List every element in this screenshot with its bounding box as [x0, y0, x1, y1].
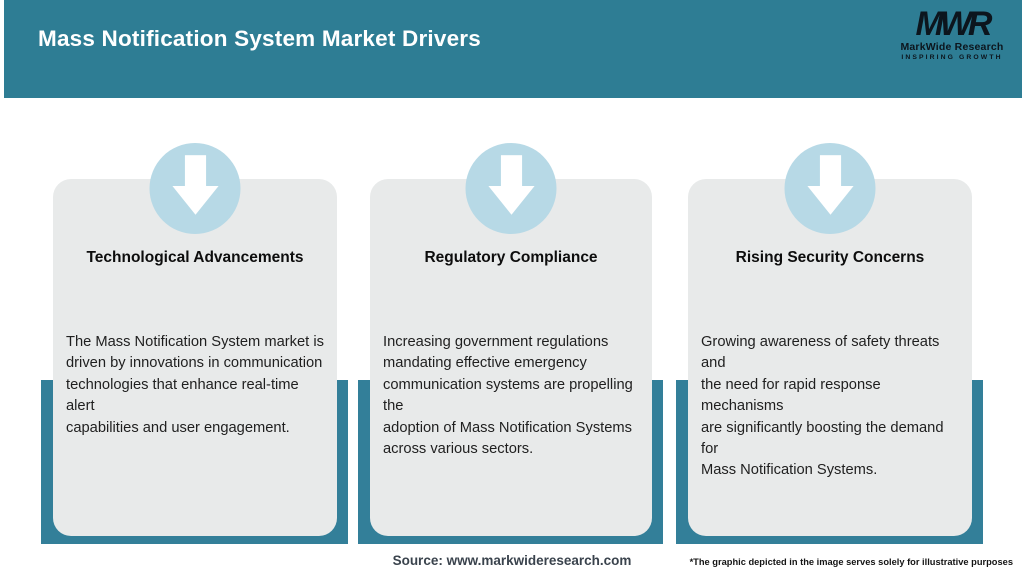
logo-name: MarkWide Research: [900, 41, 1004, 54]
card-title: Technological Advancements: [86, 249, 304, 266]
card-body: Increasing government regulations mandat…: [383, 334, 633, 458]
source-text: Source: www.markwideresearch.com: [392, 553, 632, 568]
card-title: Regulatory Compliance: [424, 249, 598, 266]
page-title: Mass Notification System Market Drivers: [38, 26, 481, 51]
logo-tagline: INSPIRING GROWTH: [901, 53, 1003, 61]
card-panel: Rising Security Concerns Growing awarene…: [688, 179, 972, 536]
driver-card-rising-security-concerns: Rising Security Concerns Growing awarene…: [676, 143, 983, 544]
card-panel: Regulatory Compliance Increasing governm…: [370, 179, 652, 536]
card-body: The Mass Notification System market is d…: [66, 334, 324, 436]
card-title: Rising Security Concerns: [735, 249, 925, 266]
header-bar: Mass Notification System Market Drivers …: [4, 0, 1022, 98]
down-arrow-icon: [149, 143, 241, 234]
down-arrow-icon: [784, 143, 876, 234]
driver-card-technological-advancements: Technological Advancements The Mass Noti…: [41, 143, 348, 544]
card-panel: Technological Advancements The Mass Noti…: [53, 179, 337, 536]
driver-card-regulatory-compliance: Regulatory Compliance Increasing governm…: [358, 143, 663, 544]
disclaimer-text: *The graphic depicted in the image serve…: [689, 557, 1013, 567]
mwr-monogram-icon: MWR: [915, 5, 993, 43]
down-arrow-icon: [465, 143, 557, 234]
markwide-logo: MWR MarkWide Research INSPIRING GROWTH: [894, 5, 1010, 62]
card-body: Growing awareness of safety threats and …: [701, 334, 944, 479]
